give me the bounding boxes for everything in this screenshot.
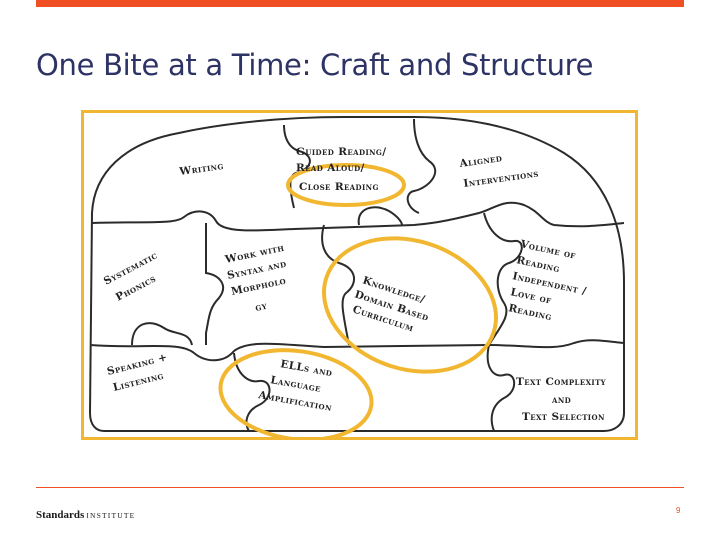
knowledge-highlight [322,236,498,374]
puzzle-seam [321,224,355,346]
puzzle-outline [88,116,625,432]
puzzle-seam [205,223,225,345]
footer-divider [36,487,684,488]
puzzle-seam [357,206,403,226]
piece-writing: Writing [178,160,225,178]
piece-ells-line3: Amplification [256,389,333,414]
puzzle-seam [283,124,311,209]
close-reading-highlight [286,163,406,207]
piece-guided-reading-line1: Guided Reading/ [296,146,387,158]
piece-guided-reading-line2: Read Aloud/ [296,162,365,174]
piece-aligned-line1: Aligned [458,152,503,170]
puzzle-seam [233,352,271,432]
piece-complexity-line3: Text Selection [522,411,605,423]
piece-aligned-line2: Interventions [463,168,540,190]
piece-work-line4: gy [254,300,269,314]
ells-highlight [218,348,374,437]
puzzle-seam [131,322,193,346]
page-number: 9 [676,506,681,515]
puzzle-seam [483,212,523,346]
puzzle-illustration: Writing Guided Reading/ Read Aloud/ Clos… [88,116,625,437]
puzzle-seam [486,344,516,432]
piece-close-reading: Close Reading [299,181,379,193]
puzzle-image-frame: Writing Guided Reading/ Read Aloud/ Clos… [81,110,638,440]
top-accent-bar [36,0,684,7]
logo-word-institute: INSTITUTE [86,511,136,520]
slide-title: One Bite at a Time: Craft and Structure [36,48,594,82]
puzzle-seam [89,339,625,362]
logo-word-standards: Standards [36,509,85,521]
puzzle-seam [91,201,625,232]
piece-ells-line1: ELLs and [279,358,333,379]
puzzle-seam [406,118,437,214]
piece-complexity-line2: and [551,394,571,406]
piece-complexity-line1: Text Complexity [516,376,607,388]
